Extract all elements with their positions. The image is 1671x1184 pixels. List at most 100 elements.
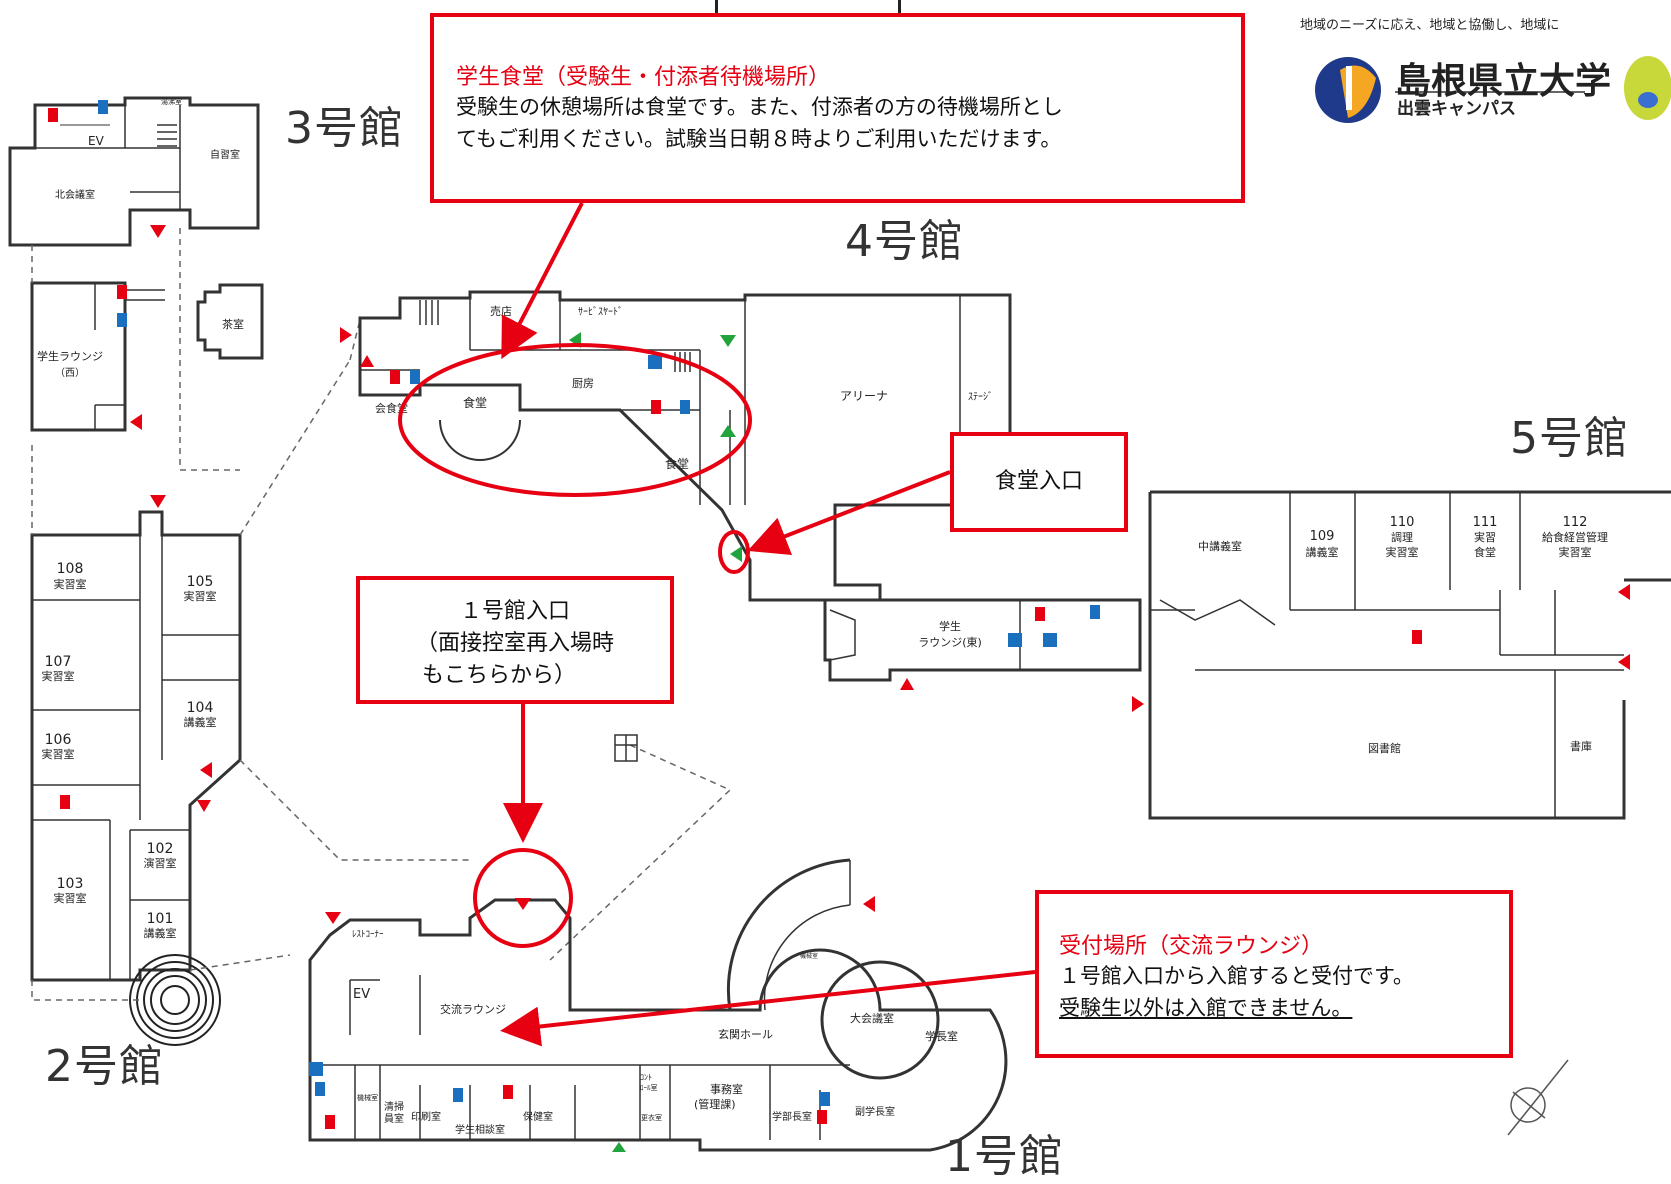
- callout-reception-line2: 受験生以外は入館できません。: [1059, 996, 1353, 1020]
- room-104-label: 講義室: [184, 715, 217, 729]
- room-service-yard: ｻｰﾋﾞｽﾔｰﾄﾞ: [578, 306, 623, 318]
- building-3: [8, 96, 260, 247]
- callout-b1-entrance-line1: １号館入口: [459, 599, 570, 624]
- room-jimu: 事務室: [710, 1082, 743, 1096]
- room-110-label: 調理: [1391, 530, 1413, 544]
- callout-cafeteria-entrance-label: 食堂入口: [994, 469, 1083, 494]
- room-108-label: 実習室: [54, 577, 87, 591]
- room-koui: 更衣室: [641, 1113, 662, 1122]
- room-sodan: 学生相談室: [455, 1123, 505, 1136]
- campus-name: 出雲キャンパス: [1397, 99, 1516, 119]
- room-shokudo-2: 食堂: [665, 456, 689, 471]
- room-105: 105: [187, 574, 214, 590]
- room-110: 110: [1390, 515, 1415, 530]
- university-motto: 地域のニーズに応え、地域と協働し、地域に: [1300, 18, 1560, 33]
- building-4: [358, 290, 1012, 602]
- walkways: [31, 228, 732, 1001]
- callout-cafeteria-entrance: 食堂入口: [950, 432, 1128, 532]
- stairs-icon: [157, 124, 177, 147]
- room-lounge-east: 学生: [939, 619, 961, 633]
- callout-reception-line1: １号館入口から入館すると受付です。: [1059, 964, 1414, 988]
- room-101: 101: [147, 911, 174, 927]
- building-1-label: 1号館: [945, 1131, 1064, 1182]
- room-lounge-west-2: （西）: [55, 367, 85, 379]
- room-lounge-east-2: ラウンジ(東): [918, 636, 982, 649]
- building-5-label: 5号館: [1510, 413, 1629, 464]
- restroom-male-icon: [98, 100, 1100, 1106]
- room-109-label: 講義室: [1306, 545, 1339, 559]
- room-fukugakucho: 副学長室: [855, 1105, 895, 1118]
- room-control: ｺﾝﾄ: [640, 1073, 652, 1082]
- room-110-label-2: 実習室: [1386, 545, 1419, 559]
- pointer-arrows: [500, 202, 1036, 1047]
- room-seiso-2: 員室: [384, 1112, 404, 1125]
- university-logo-icon: [1315, 57, 1381, 123]
- room-chashitsu: 茶室: [222, 317, 244, 331]
- callout-cafeteria-title: 学生食堂（受験生・付添者待機場所）: [456, 65, 831, 90]
- room-b3-ev: EV: [88, 134, 105, 148]
- room-106: 106: [45, 732, 72, 748]
- room-103-label: 実習室: [54, 891, 87, 905]
- room-rest-corner: ﾚｽﾄｺｰﾅｰ: [352, 929, 384, 940]
- room-insatsu: 印刷室: [411, 1110, 441, 1123]
- room-101-label: 講義室: [144, 926, 177, 940]
- room-seiso: 清掃: [384, 1100, 404, 1113]
- room-lounge-west: 学生ラウンジ: [37, 349, 103, 363]
- room-kikai-2: 機械室: [357, 1093, 378, 1102]
- room-104: 104: [187, 700, 214, 716]
- room-chubo: 厨房: [572, 377, 594, 390]
- wheelchair-icon: [309, 355, 1057, 1076]
- room-111: 111: [1473, 515, 1498, 530]
- university-name: 島根県立大学: [1395, 61, 1612, 102]
- room-111-label-2: 食堂: [1474, 545, 1496, 559]
- room-kikai: 機械室: [800, 952, 818, 960]
- room-102-label: 演習室: [144, 856, 177, 870]
- entrance-green-arrow-icon: [569, 332, 742, 1152]
- room-b3-jishu: 自習室: [210, 148, 240, 161]
- room-library: 図書館: [1368, 741, 1401, 755]
- room-koryu-lounge: 交流ラウンジ: [440, 1002, 506, 1016]
- callout-reception: 受付場所（交流ラウンジ） １号館入口から入館すると受付です。 受験生以外は入館で…: [1035, 890, 1513, 1058]
- room-107: 107: [45, 654, 72, 670]
- callout-b1-entrance-line3: もこちらから）: [422, 663, 577, 688]
- callout-cafeteria: 学生食堂（受験生・付添者待機場所） 受験生の休憩場所は食堂です。また、付添者の方…: [430, 13, 1245, 203]
- room-baiten: 売店: [490, 304, 512, 318]
- lounge-west: [30, 281, 165, 432]
- room-106-label: 実習室: [42, 747, 75, 761]
- building-3-label: 3号館: [285, 103, 404, 154]
- room-b3-kitakaigi: 北会議室: [55, 188, 95, 201]
- room-b3-onsui: 湯沸室: [161, 97, 182, 106]
- building-5: [1148, 490, 1671, 820]
- room-103: 103: [57, 876, 84, 892]
- room-112: 112: [1563, 515, 1588, 530]
- building-2: [30, 510, 242, 982]
- room-shokudo-1: 食堂: [463, 395, 487, 410]
- room-111-label: 実習: [1474, 530, 1496, 544]
- room-arena: アリーナ: [840, 389, 888, 403]
- room-109: 109: [1310, 529, 1335, 544]
- stairs-icon: [614, 734, 638, 762]
- room-b1-ev: EV: [353, 987, 370, 1002]
- callout-b1-entrance: １号館入口 （面接控室再入場時 もこちらから）: [356, 576, 674, 704]
- building-2-label: 2号館: [45, 1041, 164, 1092]
- room-hoken: 保健室: [523, 1110, 553, 1123]
- callout-b1-entrance-line2: （面接控室再入場時: [415, 631, 614, 656]
- entrance-arrow-icon: [130, 225, 1630, 924]
- restroom-female-icon: [48, 108, 1422, 1129]
- room-control-2: ﾛｰﾙ室: [640, 1083, 658, 1092]
- room-chukogi: 中講義室: [1198, 539, 1242, 553]
- room-105-label: 実習室: [184, 589, 217, 603]
- room-102: 102: [147, 841, 174, 857]
- room-108: 108: [57, 561, 84, 577]
- room-daikaigi: 大会議室: [850, 1011, 894, 1025]
- room-stage: ｽﾃｰｼﾞ: [968, 391, 993, 403]
- callout-cafeteria-line1: 受験生の休憩場所は食堂です。また、付添者の方の待機場所とし: [456, 95, 1063, 119]
- room-shoko: 書庫: [1570, 739, 1592, 753]
- building-1: [308, 858, 1008, 1152]
- callout-cafeteria-line2: てもご利用ください。試験当日朝８時よりご利用いただけます。: [456, 127, 1062, 151]
- b1-entrance-highlight: [473, 848, 573, 948]
- room-jimu-2: (管理課): [694, 1097, 736, 1111]
- room-112-label-2: 実習室: [1559, 545, 1592, 559]
- room-gakucho: 学長室: [925, 1029, 958, 1043]
